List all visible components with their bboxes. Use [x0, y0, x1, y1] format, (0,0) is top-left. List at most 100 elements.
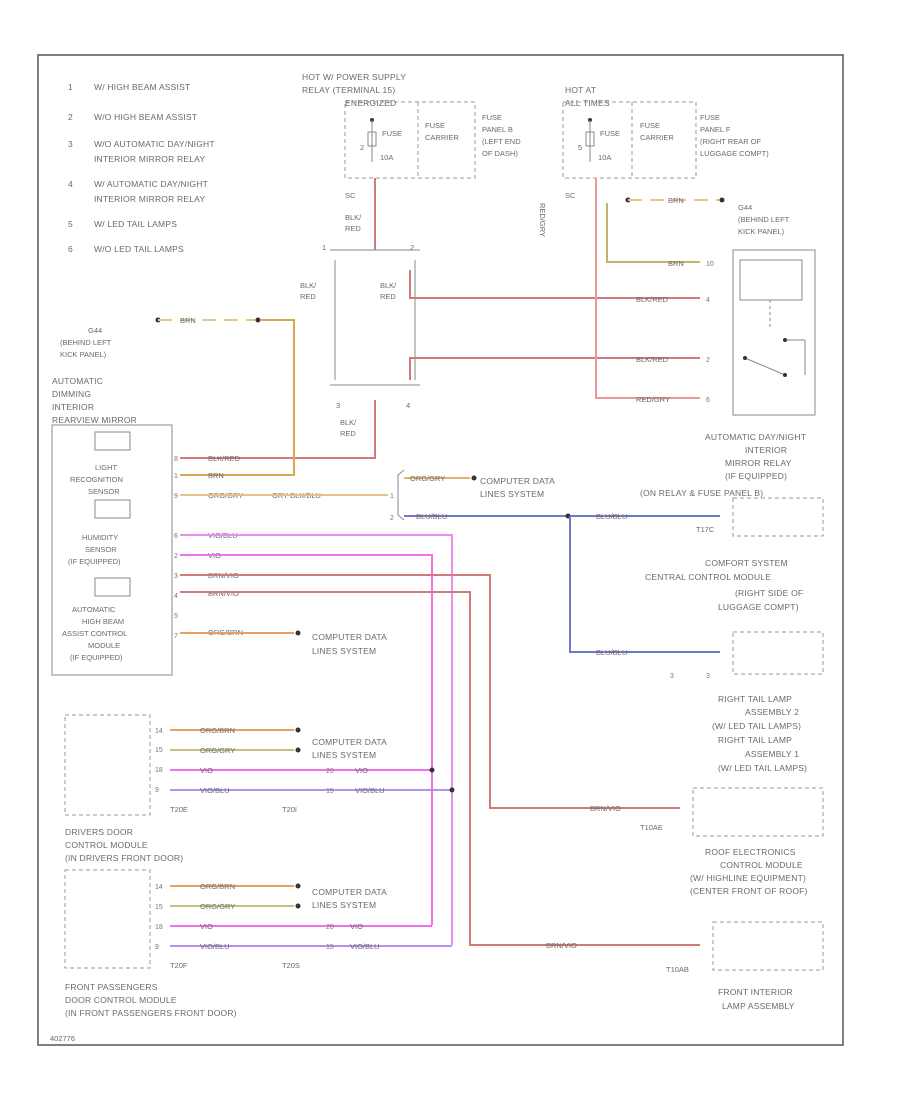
comfort-label: CENTRAL CONTROL MODULE [645, 572, 771, 582]
roof-label: (CENTER FRONT OF ROOF) [690, 886, 808, 896]
relay-pin: 2 [706, 357, 710, 364]
mirror-pin: 4 [174, 593, 178, 600]
pin-label: SC [565, 191, 576, 200]
relay-label: (ON RELAY & FUSE PANEL B) [640, 488, 763, 498]
fuse-label: FUSE [600, 129, 620, 138]
wire-label: ORG/GRY [410, 474, 445, 483]
roof-label: ROOF ELECTRONICS [705, 847, 796, 857]
hot-left-label: ENERGIZED [345, 98, 396, 108]
hot-right-label: HOT AT [565, 85, 596, 95]
lamp-label: LAMP ASSEMBLY [722, 1001, 795, 1011]
wire-label: BRN [668, 196, 684, 205]
mirror-sub: HIGH BEAM [82, 617, 124, 626]
wire-label: BRN [180, 316, 196, 325]
cdl-mid-label: COMPUTER DATA [312, 632, 387, 642]
fuse-panel-left-label: (LEFT END [482, 137, 521, 146]
wire-brn-relay [606, 203, 700, 263]
pass-label: FRONT PASSENGERS [65, 982, 158, 992]
wire-label: BRN/VIO [546, 941, 577, 950]
driver-pin: 14 [155, 728, 163, 735]
comfort-module-box [732, 497, 824, 537]
relay-pin: 10 [706, 261, 714, 268]
driver-pin: 18 [155, 767, 163, 774]
pass-pin-b: 15 [326, 944, 334, 951]
tail-lamp-box [732, 631, 824, 675]
fuse-panel-right-box [562, 101, 697, 179]
note-text: W/O HIGH BEAM ASSIST [94, 112, 197, 122]
wire-label: BRN/VIO [208, 589, 239, 598]
wire-label: RED/GRY [636, 395, 670, 404]
fuse-panel-right-label: LUGGAGE COMPT) [700, 149, 769, 158]
wire-label: RED [340, 429, 356, 438]
wire-label: VIO/BLU [200, 786, 230, 795]
pass-label: DOOR CONTROL MODULE [65, 995, 177, 1005]
wire-label: ORG/GRY [200, 746, 235, 755]
wire-brn-vio-lamp [180, 591, 700, 946]
mirror-pin: 5 [174, 613, 178, 620]
note-num: 5 [68, 219, 73, 229]
wire-label: BRN [208, 471, 224, 480]
wire-red-gry [595, 178, 700, 399]
pass-pin: 15 [155, 904, 163, 911]
ground-label: KICK PANEL) [738, 227, 785, 236]
relay-label: (IF EQUIPPED) [725, 471, 787, 481]
wire-label: VIO/BLU [200, 942, 230, 951]
driver-label: (IN DRIVERS FRONT DOOR) [65, 853, 183, 863]
wire-vio-blu [180, 534, 453, 945]
wire-label: BLK/RED [636, 295, 669, 304]
tail-pin: 3 [706, 673, 710, 680]
wire-label: RED/GRY [538, 203, 547, 237]
pass-pin: 18 [155, 924, 163, 931]
note-num: 6 [68, 244, 73, 254]
mirror-sub: (IF EQUIPPED) [68, 557, 121, 566]
wire-label: ORG/BRN [200, 726, 235, 735]
wire-label: BLK/RED [208, 454, 241, 463]
cdl-label: COMPUTER DATA [312, 887, 387, 897]
fuse-panel-right-label: FUSE [700, 113, 720, 122]
pass-conn: T20S [282, 961, 300, 970]
fuse-number: 5 [578, 143, 582, 152]
fuse-left-icon [367, 131, 377, 147]
wire-label: RED [345, 224, 361, 233]
relay-label: MIRROR RELAY [725, 458, 792, 468]
fuse-number: 2 [360, 143, 364, 152]
fuse-panel-left-box [344, 101, 476, 179]
mirror-sub: SENSOR [88, 487, 120, 496]
relay-label: AUTOMATIC DAY/NIGHT [705, 432, 806, 442]
cdl-pin: 2 [390, 515, 394, 522]
splice-pin: 3 [336, 401, 340, 410]
wire-label: VIO [355, 766, 368, 775]
note-text: W/ AUTOMATIC DAY/NIGHT [94, 179, 208, 189]
fuse-carrier-label: FUSE [425, 121, 445, 130]
wire-vio [180, 554, 433, 925]
mirror-sub: MODULE [88, 641, 120, 650]
splice-pin: 4 [406, 401, 410, 410]
comfort-label: (RIGHT SIDE OF [735, 588, 803, 598]
tail-label: (W/ LED TAIL LAMPS) [712, 721, 801, 731]
cdl-label: COMPUTER DATA [312, 737, 387, 747]
tail-label: (W/ LED TAIL LAMPS) [718, 763, 807, 773]
mirror-sub: AUTOMATIC [72, 605, 116, 614]
wire-label: ORG/GRY [200, 902, 235, 911]
ground-label: (BEHIND LEFT [60, 338, 112, 347]
comfort-label: LUGGAGE COMPT) [718, 602, 799, 612]
splice-pin: 1 [322, 243, 326, 252]
mirror-title: REARVIEW MIRROR [52, 415, 137, 425]
driver-pin-b: 15 [326, 788, 334, 795]
cdl-pin: 1 [390, 493, 394, 500]
cdl-label: LINES SYSTEM [312, 750, 376, 760]
driver-pin: 9 [155, 787, 159, 794]
pass-conn: T20F [170, 961, 188, 970]
pass-label: (IN FRONT PASSENGERS FRONT DOOR) [65, 1008, 237, 1018]
splice-pin: 2 [410, 243, 414, 252]
wire-label: VIO [350, 922, 363, 931]
driver-pin: 15 [155, 747, 163, 754]
hot-left-label: RELAY (TERMINAL 15) [302, 85, 395, 95]
pass-pin-b: 20 [326, 924, 334, 931]
hot-right-label: ALL TIMES [565, 98, 610, 108]
mirror-pin: 9 [174, 493, 178, 500]
note-text: INTERIOR MIRROR RELAY [94, 194, 205, 204]
comfort-conn: T17C [696, 525, 715, 534]
mirror-pin: 8 [174, 456, 178, 463]
